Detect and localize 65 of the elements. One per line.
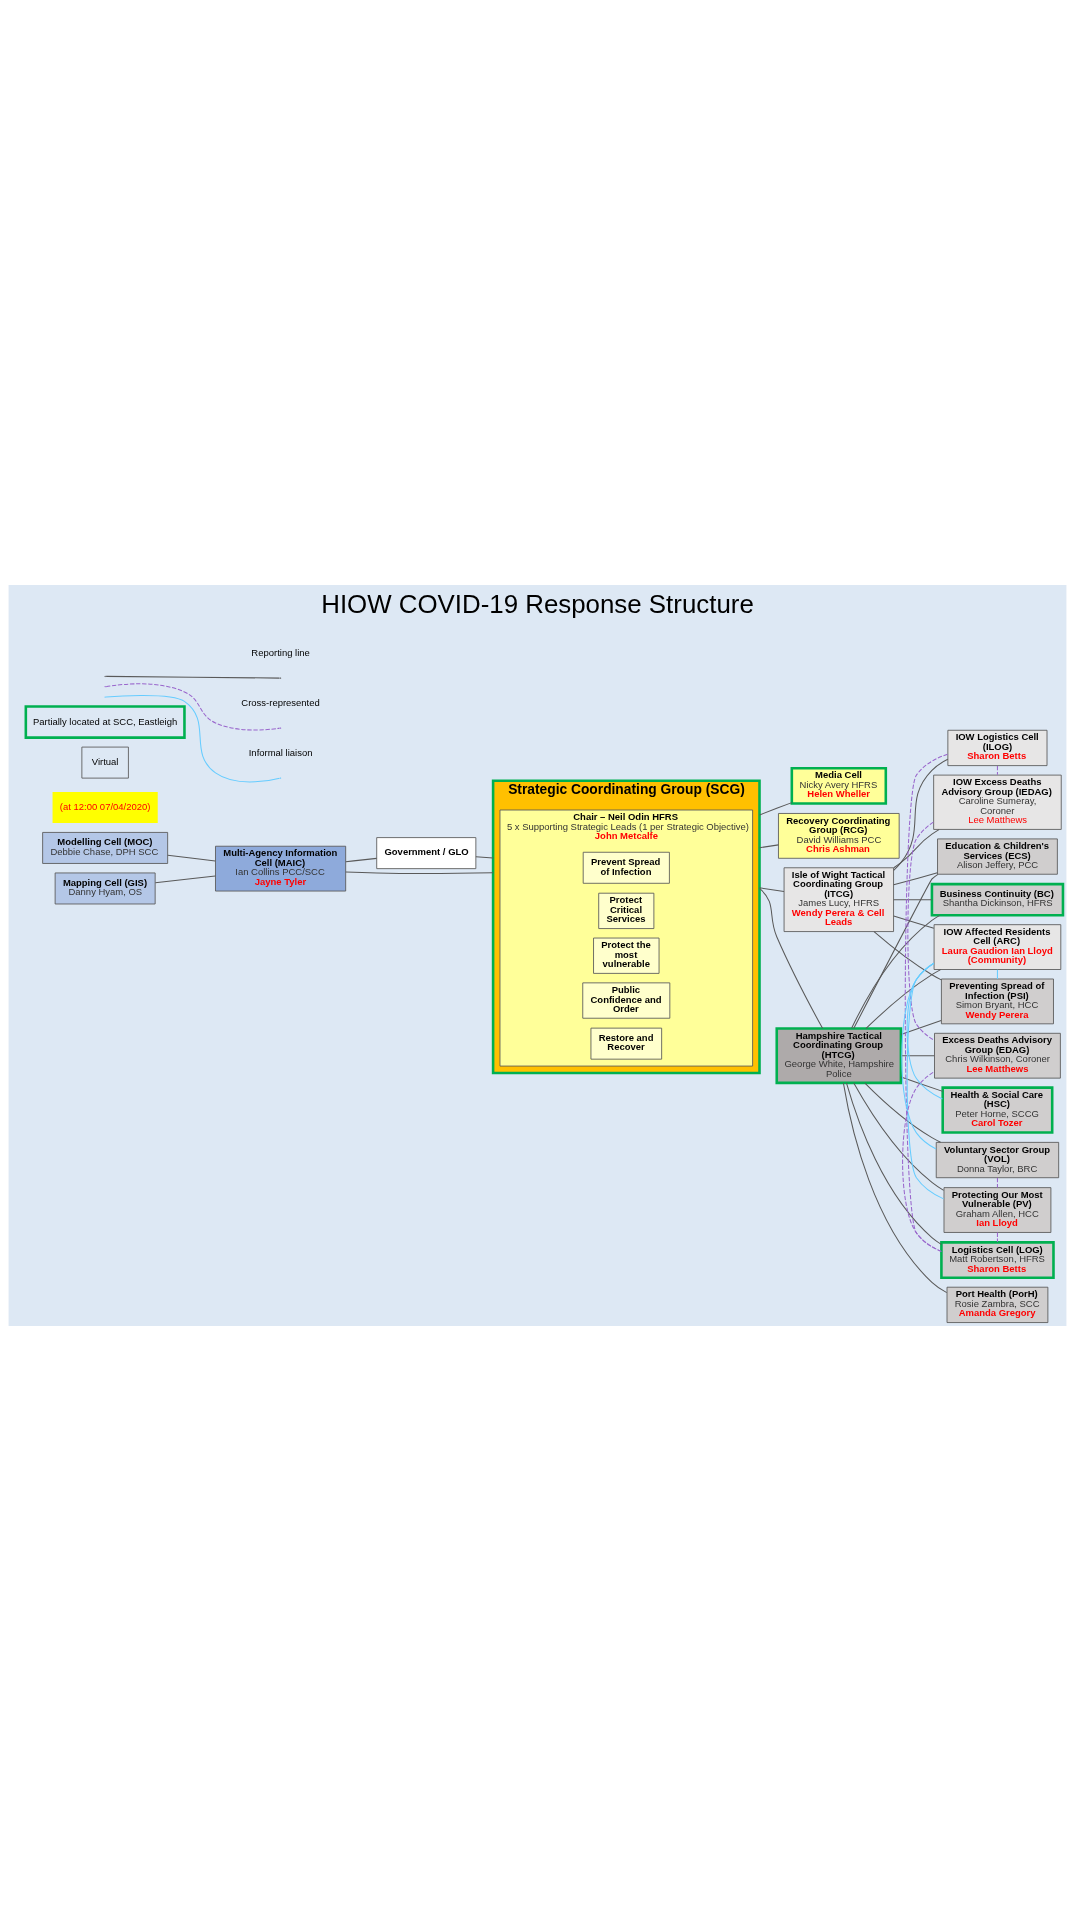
legend-label: Reporting line xyxy=(251,646,310,658)
connector xyxy=(907,821,935,1041)
connector xyxy=(893,828,940,868)
node-box: Government / GLO xyxy=(376,836,477,869)
connector xyxy=(154,874,216,883)
connector xyxy=(759,843,779,848)
node-box: Education & Children's Services (ECS) Alison Jeffery, PCC xyxy=(937,837,1058,875)
connector xyxy=(853,1082,945,1191)
node-box: Protect Critical Services xyxy=(598,892,655,929)
node-box: Media Cell Nicky Avery HFRS Helen Wheller xyxy=(790,766,888,805)
connector xyxy=(873,930,942,980)
node-box: Protecting Our Most Vulnerable (PV) Graham Allen, HCC Ian Lloyd xyxy=(943,1186,1052,1233)
connector xyxy=(900,1019,942,1035)
connector xyxy=(475,855,494,858)
node-box: IOW Excess Deaths Advisory Group (IEDAG) Caroline Sumeray, Coroner Lee Matthews xyxy=(933,774,1062,830)
connector xyxy=(893,758,949,871)
connector xyxy=(996,1231,998,1243)
legend-label: Partially located at SCC, Eastleigh xyxy=(33,714,178,726)
node-box: IOW Affected Residents Cell (ARC) Laura Gaudion Ian Lloyd (Community) xyxy=(933,923,1062,970)
connector xyxy=(900,1075,944,1092)
connector xyxy=(996,764,998,775)
node-box: IOW Logistics Cell (ILOG) Sharon Betts xyxy=(947,729,1048,766)
node-box: Prevent Spread of Infection xyxy=(582,851,670,884)
connector xyxy=(902,1070,942,1252)
node-box: Hampshire Tactical Coordinating Group (HTCG) George White, Hampshire Police xyxy=(775,1026,903,1084)
connector xyxy=(845,1081,942,1245)
connector xyxy=(900,1054,935,1056)
connector xyxy=(904,753,949,1252)
node-box: Business Continuity (BC) Shantha Dickinson, HFRS xyxy=(930,882,1065,916)
node-box: Modelling Cell (MOC) Debbie Chase, DPH SCC xyxy=(42,831,169,864)
connector xyxy=(865,968,942,1029)
node-box: Restore and Recover xyxy=(590,1027,663,1060)
node-box: Multi-Agency Information Cell (MAIC) Ian Collins PCC/SCC Jayne Tyler xyxy=(215,845,347,891)
node-box: Preventing Spread of Infection (PSI) Simon Bryant, HCC Wendy Perera xyxy=(941,978,1054,1024)
connector xyxy=(851,914,941,1029)
node-box: Recovery Coordinating Group (RCG) David Williams PCC Chris Ashman xyxy=(778,812,900,859)
connector xyxy=(167,854,216,861)
connector xyxy=(842,1082,948,1293)
node-box: Logistics Cell (LOG) Matt Robertson, HFRS Sharon Betts xyxy=(940,1240,1055,1279)
node-box: Mapping Cell (GIS) Danny Hyam, OS xyxy=(54,872,156,904)
connector xyxy=(893,898,933,900)
connector xyxy=(759,887,824,1029)
node-box: Voluntary Sector Group (VOL) Donna Taylor, BRC xyxy=(935,1141,1060,1178)
connector xyxy=(893,915,935,929)
node-box: Protect the most vulnerable xyxy=(593,937,660,974)
connector xyxy=(893,871,938,885)
node-box: Public Confidence and Order xyxy=(582,981,671,1019)
connector xyxy=(996,968,998,979)
node-box: Isle of Wight Tactical Coordinating Group (ITCG) James Lucy, HFRS Wendy Perera & Cell Leads xyxy=(783,866,894,932)
connector xyxy=(996,1176,998,1188)
connector xyxy=(345,857,378,862)
legend-label: Cross-represented xyxy=(241,696,320,708)
connector xyxy=(853,873,939,1029)
connector xyxy=(864,1082,942,1143)
connector xyxy=(759,801,793,815)
legend-label: Informal liaison xyxy=(248,746,313,758)
node-box: Excess Deaths Advisory Group (EDAG) Chris Wilkinson, Coroner Lee Matthews xyxy=(934,1032,1061,1079)
node-box: Port Health (PorH) Rosie Zambra, SCC Amanda Gregory xyxy=(946,1286,1049,1323)
label: (at 12:00 07/04/2020) xyxy=(59,800,151,812)
connector xyxy=(759,886,785,892)
connector xyxy=(345,870,494,874)
node-box: Health & Social Care (HSC) Peter Horne, SCCG Carol Tozer xyxy=(941,1085,1054,1134)
legend-label: Virtual xyxy=(91,755,119,767)
diagram-title: HIOW COVID-19 Response Structure xyxy=(321,589,754,618)
connector xyxy=(906,962,945,1199)
